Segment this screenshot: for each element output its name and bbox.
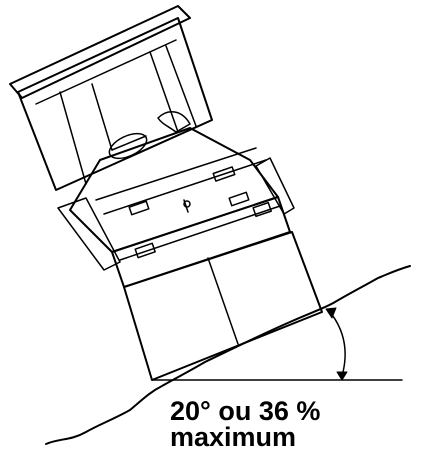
operator-seat (157, 111, 191, 133)
tractor-fender-right (255, 157, 295, 215)
tractor-fender-left (57, 197, 121, 271)
cab-frame (17, 17, 213, 191)
slope-ground-line (45, 265, 411, 445)
slope-caption-angle: 20° ou 36 % (170, 396, 321, 426)
angle-arc-arrow-icon (329, 311, 346, 377)
tractor-on-slope-illustration (9, 5, 411, 445)
slope-caption-maximum: maximum (170, 422, 297, 452)
tractor-body (69, 127, 279, 253)
